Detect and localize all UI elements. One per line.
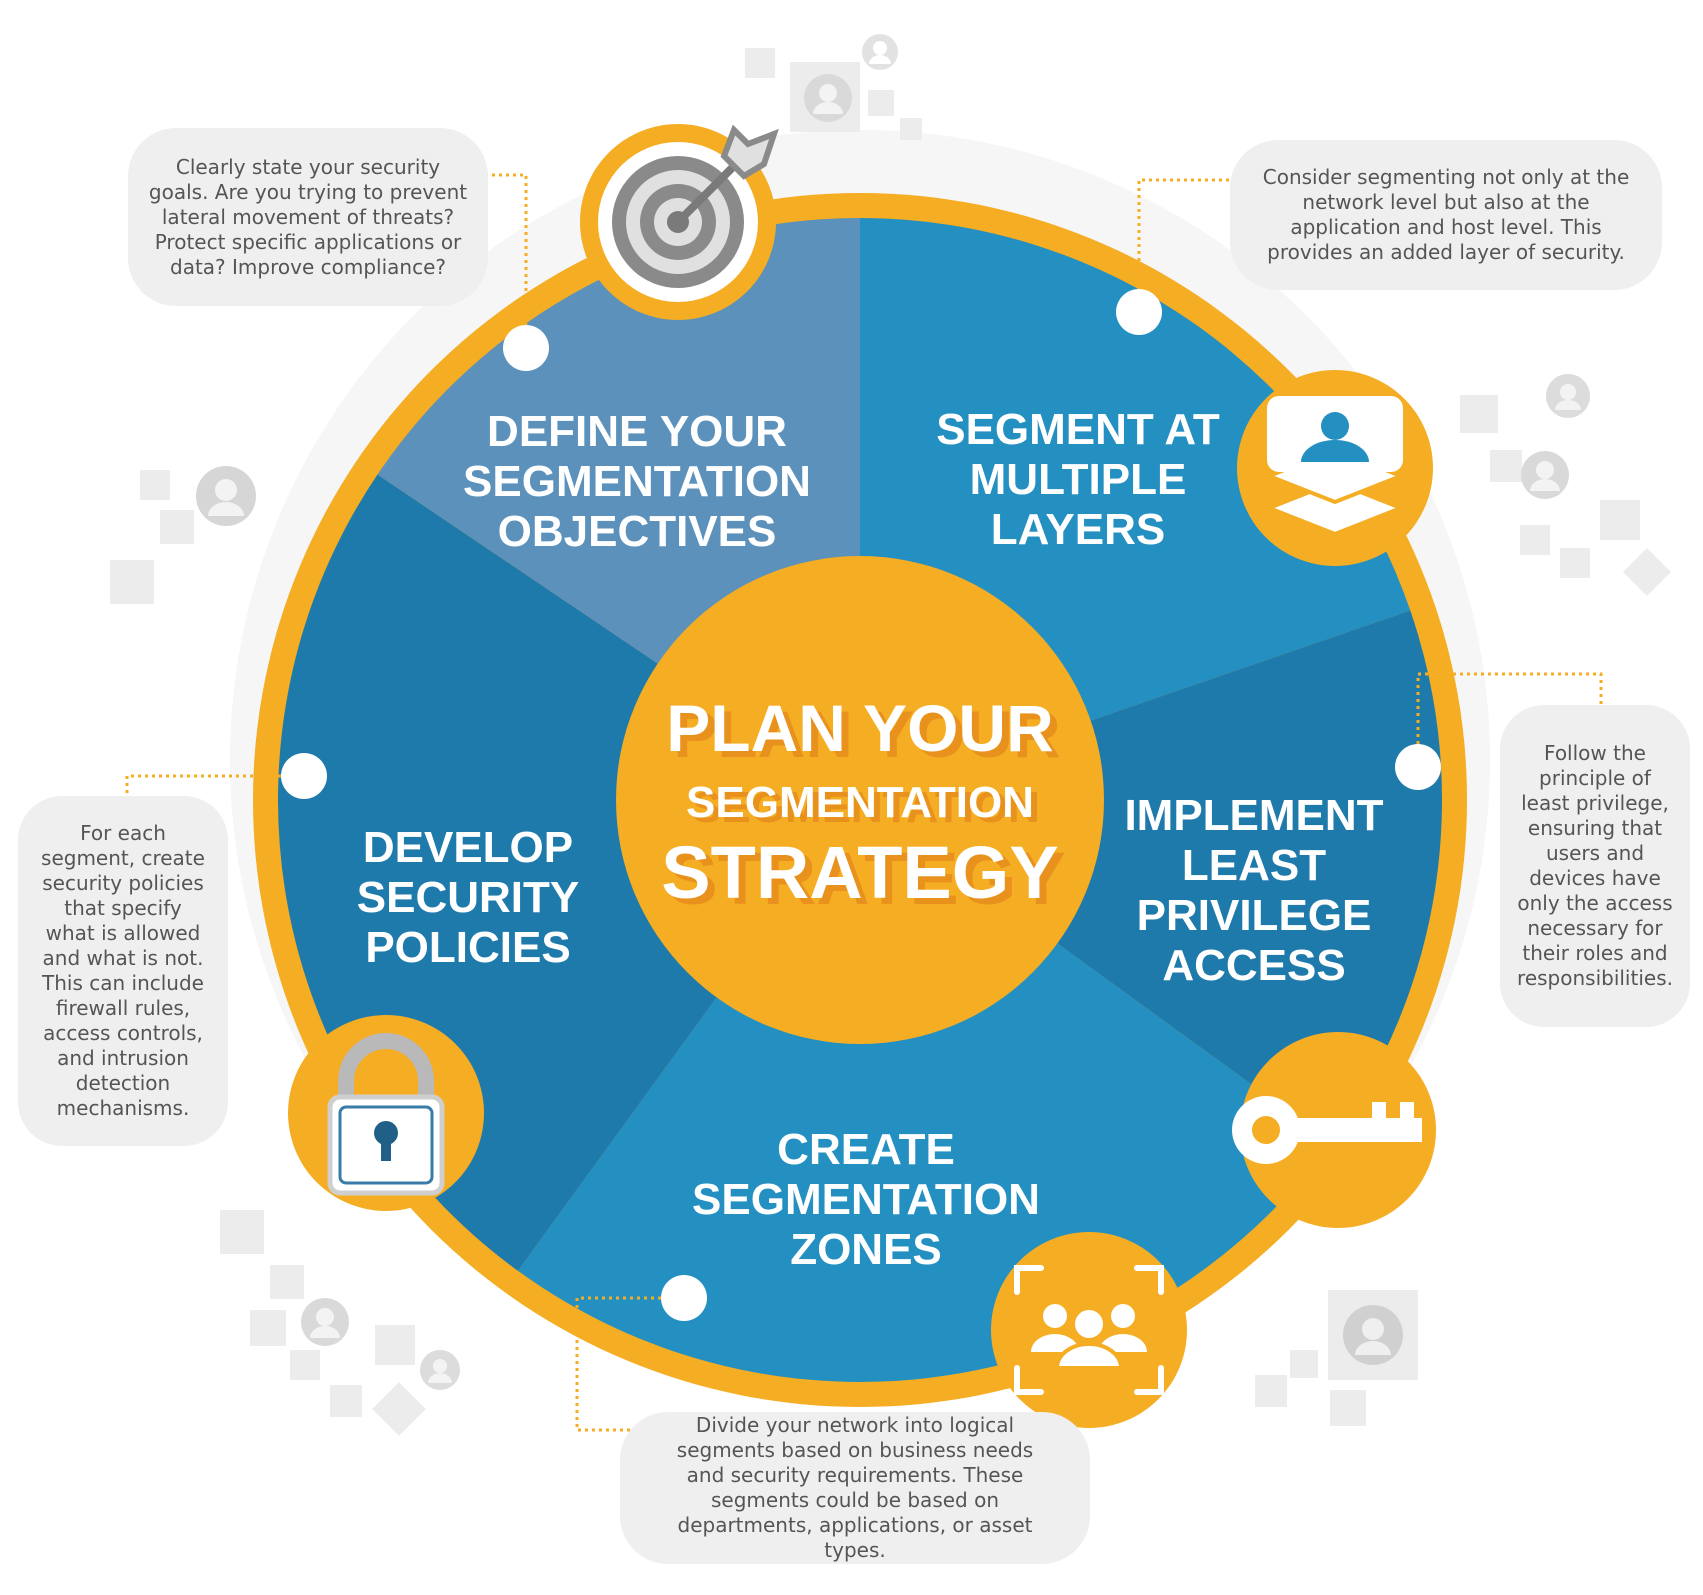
segment-title-line: DEVELOP	[363, 823, 573, 872]
user-glyph	[1343, 1305, 1403, 1365]
layers-icon	[1237, 370, 1433, 566]
callout-segmentation-zones: Divide your network into logical segment…	[620, 1412, 1090, 1564]
segment-title-line: LAYERS	[991, 505, 1165, 554]
connector-line	[1137, 178, 1236, 289]
user-glyph	[1546, 374, 1590, 418]
callout-text: Clearly state your security goals. Are y…	[148, 154, 468, 279]
segment-title-line: OBJECTIVES	[498, 507, 777, 556]
segment-title-line: SEGMENTATION	[463, 457, 811, 506]
center-title-line2: SEGMENTATION	[686, 778, 1034, 827]
center-title-line2-shadow: SEGMENTATION	[692, 783, 1040, 832]
segment-title-line: POLICIES	[365, 923, 570, 972]
connector-dot	[1116, 289, 1162, 335]
background-user-glyphs	[196, 34, 1590, 1390]
connector-line	[485, 173, 528, 325]
callout-text: Divide your network into logical segment…	[676, 1413, 1034, 1562]
callout-text: Consider segmenting not only at the netw…	[1262, 165, 1630, 264]
pie-wedge-segmentation-zones	[517, 800, 1331, 1382]
segment-title-line: ACCESS	[1162, 941, 1345, 990]
connector-dots	[281, 289, 1441, 1321]
user-glyph	[196, 466, 256, 526]
user-glyph	[1521, 451, 1569, 499]
icon-badges	[288, 124, 1436, 1428]
group-icon	[991, 1232, 1187, 1428]
connector-line	[1416, 672, 1603, 744]
user-glyph	[420, 1350, 460, 1390]
connector-dot	[503, 325, 549, 371]
center-title-line1-shadow: PLAN YOUR	[673, 697, 1061, 771]
callout-security-policies: For each segment, create security polici…	[18, 796, 228, 1146]
connector-dot	[1395, 744, 1441, 790]
callout-define-objectives: Clearly state your security goals. Are y…	[128, 128, 488, 306]
segment-title-line: SEGMENTATION	[692, 1175, 1040, 1224]
segment-title-line: ZONES	[790, 1225, 942, 1274]
callout-text: For each segment, create security polici…	[41, 821, 205, 1120]
key-icon	[1232, 1032, 1436, 1228]
center-title-line1: PLAN YOUR	[666, 691, 1054, 765]
connector-line	[575, 1296, 661, 1432]
user-glyph	[804, 74, 852, 122]
callout-multiple-layers: Consider segmenting not only at the netw…	[1230, 140, 1662, 290]
user-glyph	[301, 1298, 349, 1346]
center-hub	[616, 556, 1104, 1044]
segment-labels: DEFINE YOURSEGMENTATIONOBJECTIVESSEGMENT…	[357, 405, 1384, 1274]
segment-title-line: SECURITY	[357, 873, 579, 922]
segment-title-line: MULTIPLE	[970, 455, 1187, 504]
user-glyph	[862, 34, 898, 70]
segment-title-line: PRIVILEGE	[1137, 891, 1372, 940]
connector-lines	[125, 173, 1603, 1432]
connector-dot	[281, 753, 327, 799]
segment-title-line: DEFINE YOUR	[487, 407, 787, 456]
callout-least-privilege: Follow the principle of least privilege,…	[1500, 705, 1690, 1027]
callout-text: Follow the principle of least privilege,…	[1517, 741, 1673, 990]
center-title-line3: STRATEGY	[661, 831, 1058, 914]
center-title: PLAN YOUR PLAN YOUR SEGMENTATION SEGMENT…	[661, 691, 1065, 920]
segment-title-line: SEGMENT AT	[936, 405, 1220, 454]
target-icon	[580, 124, 779, 320]
lock-icon	[288, 1015, 484, 1211]
segment-title-line: LEAST	[1182, 841, 1326, 890]
pie-wedge-least-privilege	[860, 610, 1442, 1143]
segment-title-line: CREATE	[777, 1125, 955, 1174]
segment-title-line: IMPLEMENT	[1124, 791, 1383, 840]
center-title-line3-shadow: STRATEGY	[668, 837, 1065, 920]
connector-dot	[661, 1275, 707, 1321]
